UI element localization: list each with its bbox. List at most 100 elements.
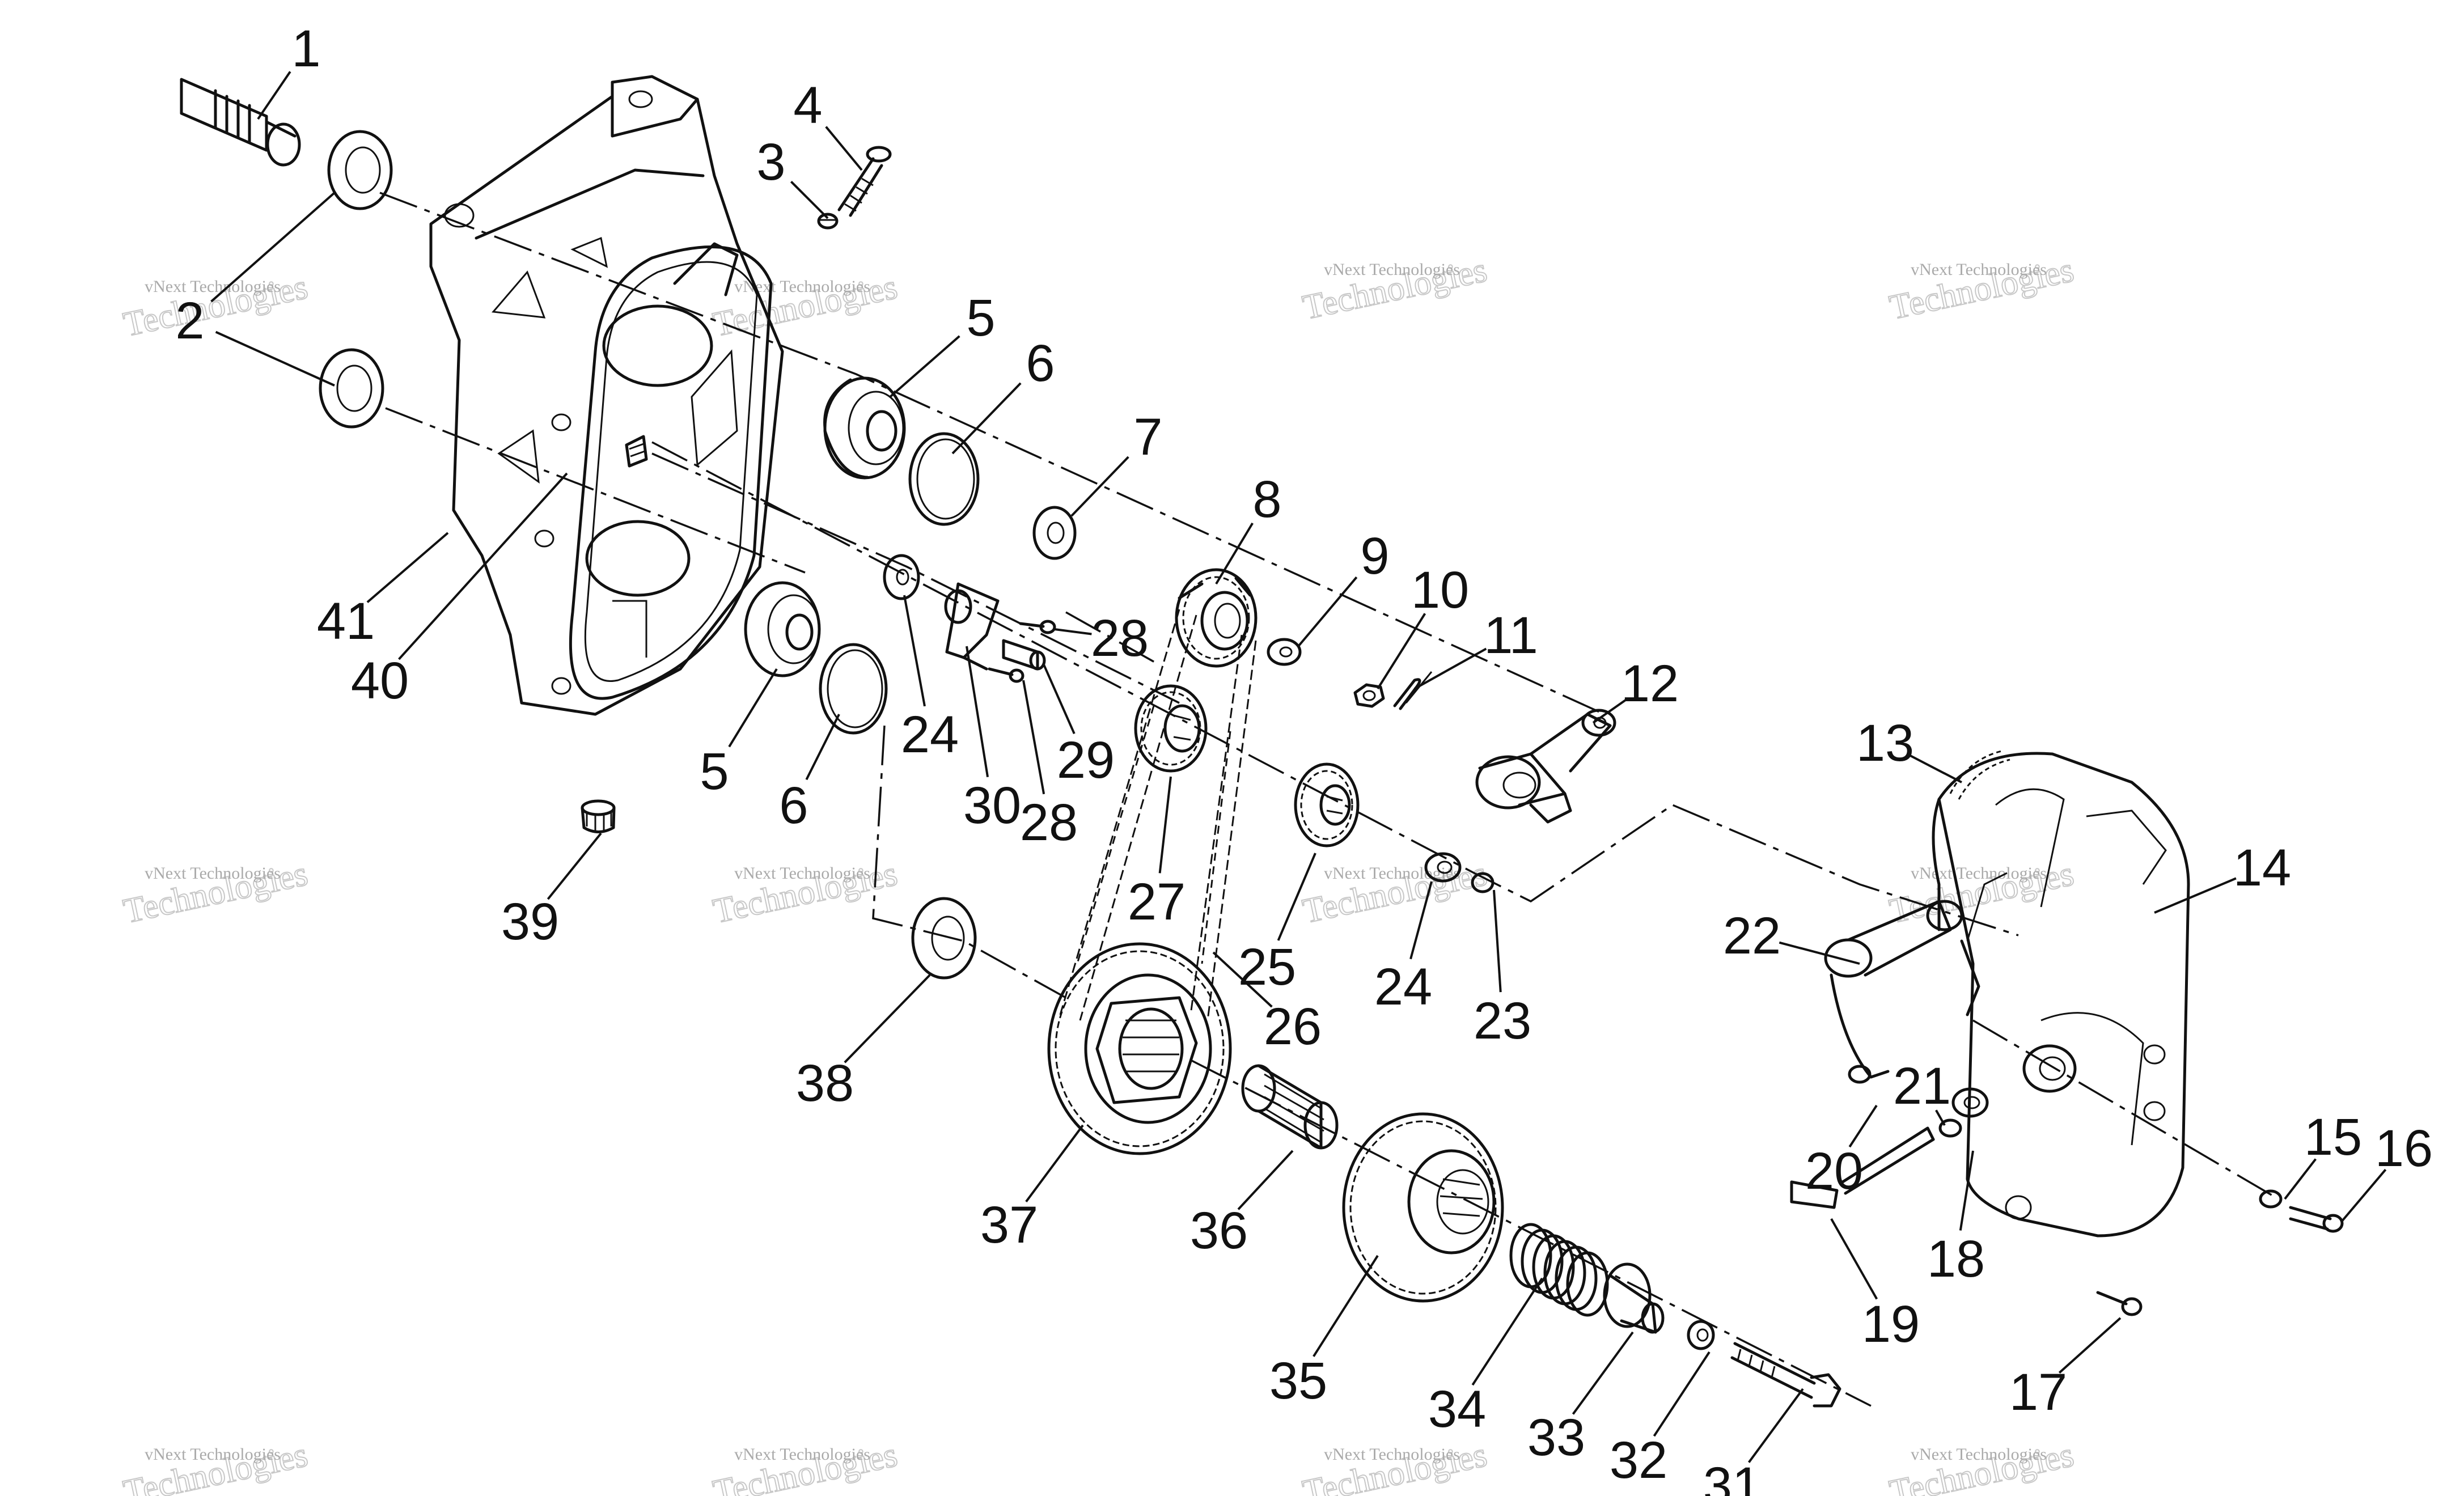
leader-line-16	[2340, 1168, 2387, 1223]
part-32-washer	[1687, 1320, 1715, 1350]
part-12-shift-lever	[1475, 709, 1616, 824]
leader-line-24b	[1409, 881, 1433, 960]
callout-label-18: 18	[1927, 1230, 1985, 1288]
callout-label-24b: 24	[1374, 958, 1432, 1016]
callout-label-4: 4	[793, 77, 822, 134]
callout-label-12: 12	[1621, 655, 1679, 713]
leader-line-23	[1493, 889, 1502, 993]
callout-label-29: 29	[1057, 731, 1115, 789]
part-34-spring	[1509, 1223, 1609, 1317]
callout-label-30: 30	[963, 777, 1021, 834]
watermark-small: vNext Technologies	[734, 864, 870, 883]
center-lines	[379, 192, 2274, 1407]
callout-label-37: 37	[980, 1196, 1038, 1254]
callout-label-1: 1	[291, 20, 320, 78]
watermark-small: vNext Technologies	[145, 277, 281, 296]
leader-line-10	[1377, 613, 1426, 690]
leader-line-20	[1848, 1104, 1878, 1148]
leader-line-38	[844, 974, 931, 1063]
part-33-cone	[1603, 1262, 1665, 1334]
part-8-sprocket	[1175, 568, 1258, 668]
leader-line-39	[547, 832, 602, 900]
watermark-large: Technologies	[1886, 1435, 2077, 1496]
callout-label-34: 34	[1428, 1380, 1486, 1438]
watermark-small: vNext Technologies	[1911, 864, 2047, 883]
part-4-bolt	[837, 146, 892, 217]
leader-line-28b	[1022, 680, 1045, 795]
leader-line-6	[951, 382, 1022, 455]
callout-label-7: 7	[1133, 408, 1162, 466]
callout-label-11: 11	[1484, 607, 1538, 664]
leader-line-29	[1042, 663, 1076, 735]
leader-line-27	[1158, 776, 1172, 874]
part-20-pin	[1848, 1065, 1872, 1084]
watermark-small: vNext Technologies	[1324, 1445, 1460, 1464]
leader-line-33	[1572, 1331, 1634, 1415]
watermark-small: vNext Technologies	[145, 1445, 281, 1464]
callout-label-16: 16	[2375, 1120, 2433, 1177]
part-28-screw-lower	[988, 667, 1024, 683]
leader-line-31	[1748, 1388, 1804, 1463]
callout-label-32: 32	[1610, 1431, 1667, 1489]
leader-line-22	[1779, 941, 1860, 965]
leader-line-26	[1212, 951, 1273, 1008]
callout-label-23: 23	[1474, 992, 1531, 1050]
part-6-snap-ring-lower	[819, 643, 888, 735]
part-25-gear	[1294, 762, 1360, 847]
callout-label-24: 24	[901, 706, 959, 764]
part-3-nut	[817, 213, 839, 230]
callout-label-21: 21	[1893, 1057, 1951, 1115]
callout-label-22: 22	[1723, 907, 1781, 965]
watermark-small: vNext Technologies	[734, 1445, 870, 1464]
callout-label-6: 6	[1026, 334, 1055, 392]
part-39-knob	[581, 799, 616, 833]
leader-line-2b	[215, 330, 335, 387]
leader-line-21	[1935, 1109, 1946, 1126]
callout-label-19: 19	[1862, 1295, 1920, 1353]
leader-line-11	[1414, 647, 1487, 690]
callout-label-5: 5	[966, 289, 995, 347]
leader-lines	[210, 71, 2387, 1463]
leader-line-28	[1054, 628, 1092, 635]
callout-label-5b: 5	[700, 743, 729, 800]
leader-line-17	[2058, 1317, 2122, 1374]
part-2-seals	[319, 130, 393, 429]
leader-line-15	[2284, 1158, 2317, 1200]
part-16-bolt	[2289, 1206, 2344, 1233]
callout-label-35: 35	[1269, 1352, 1327, 1410]
leader-line-36	[1237, 1150, 1294, 1210]
watermark-small: vNext Technologies	[145, 864, 281, 883]
leader-line-2	[210, 192, 336, 303]
callout-label-10: 10	[1411, 561, 1469, 619]
callout-label-28b: 28	[1020, 794, 1078, 851]
callout-label-13: 13	[1856, 714, 1914, 772]
callout-label-27: 27	[1128, 873, 1186, 931]
callout-label-39: 39	[501, 893, 559, 951]
leader-line-14	[2154, 877, 2237, 914]
callout-label-14: 14	[2233, 839, 2291, 897]
part-17-screw	[2096, 1291, 2143, 1316]
callout-label-25: 25	[1238, 938, 1296, 996]
callout-label-6b: 6	[779, 777, 808, 834]
part-30-bracket	[944, 582, 1000, 671]
part-6-snap-ring-upper	[908, 432, 980, 526]
part-5-bearing-lower	[744, 581, 821, 677]
leader-line-4	[825, 126, 863, 171]
callout-label-20: 20	[1805, 1142, 1863, 1200]
leader-line-5b	[728, 668, 778, 748]
part-31-bolt	[1730, 1342, 1841, 1408]
watermark-small: vNext Technologies	[1911, 260, 2047, 279]
callout-label-31: 31	[1703, 1457, 1761, 1496]
leader-line-5	[889, 335, 960, 398]
part-35-gear	[1342, 1112, 1504, 1303]
leader-line-37	[1025, 1124, 1084, 1203]
